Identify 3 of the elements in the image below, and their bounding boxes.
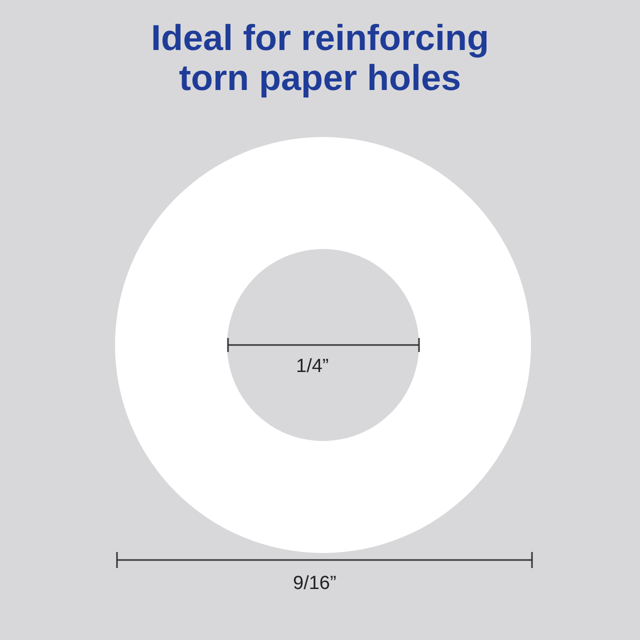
dimension-label: 9/16” [293, 573, 336, 595]
title: Ideal for reinforcing torn paper holes [150, 18, 490, 98]
dimension-label: 1/4” [296, 356, 329, 378]
